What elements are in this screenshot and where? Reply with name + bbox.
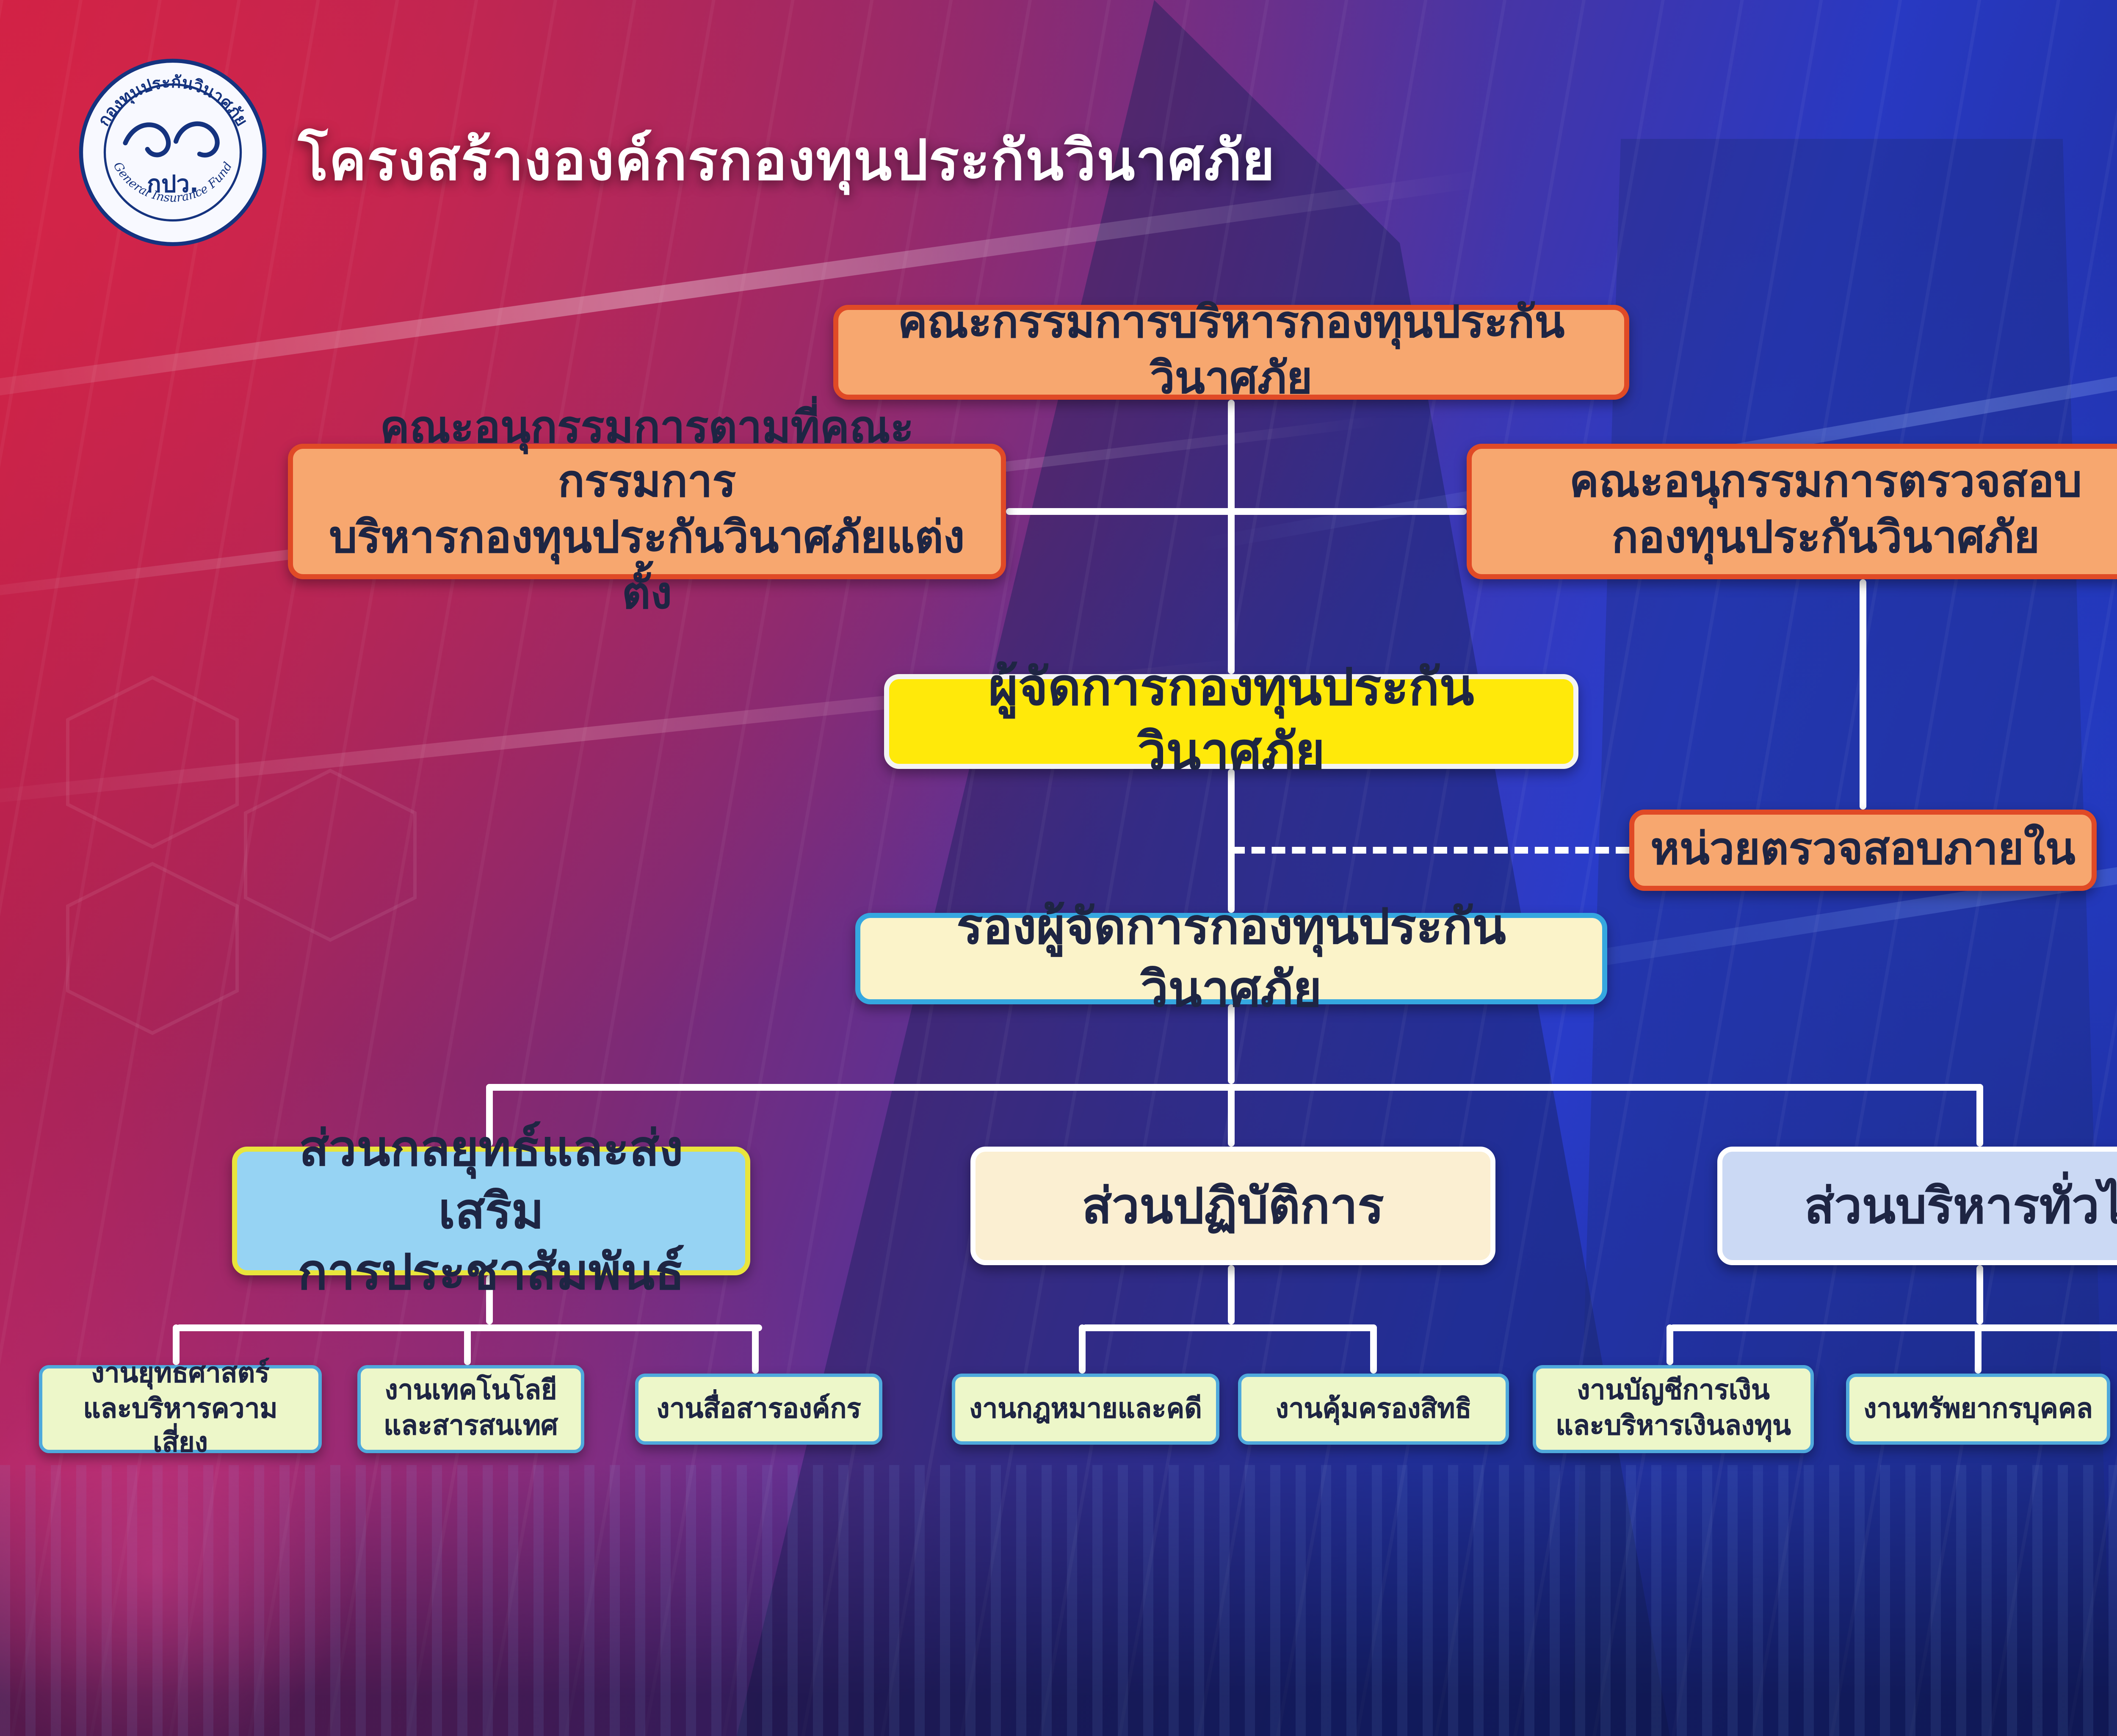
connector-unit-3 — [752, 1324, 759, 1374]
node-unit-human-resources: งานทรัพยากรบุคคล — [1846, 1374, 2110, 1445]
connector-manager-deputy — [1228, 769, 1235, 913]
hex-pattern — [66, 675, 417, 1035]
connector-board-manager — [1228, 400, 1235, 674]
connector-unit-6 — [1667, 1324, 1673, 1365]
connector-operations-units — [1082, 1324, 1377, 1331]
node-unit-finance-investment: งานบัญชีการเงิน และบริหารเงินลงทุน — [1533, 1365, 1814, 1453]
connector-divisions-horizontal — [486, 1084, 1983, 1091]
node-board: คณะกรรมการบริหารกองทุนประกันวินาศภัย — [833, 299, 1629, 405]
logo-swirl-icon — [123, 121, 220, 158]
node-division-operations: ส่วนปฏิบัติการ — [970, 1147, 1495, 1265]
node-unit-rights-protection: งานคุ้มครองสิทธิ — [1238, 1374, 1509, 1445]
connector-admin-units — [1670, 1324, 2117, 1331]
node-subcommittee-audit: คณะอนุกรรมการตรวจสอบ กองทุนประกันวินาศภั… — [1467, 444, 2117, 579]
org-logo: กองทุนประกันวินาศภัย General Insurance F… — [78, 58, 268, 254]
connector-to-operations — [1228, 1084, 1235, 1147]
node-unit-legal: งานกฎหมายและคดี — [952, 1374, 1219, 1445]
node-subcommittee-appointed: คณะอนุกรรมการตามที่คณะกรรมการ บริหารกองท… — [288, 402, 1006, 619]
logo-inner-ring — [103, 83, 242, 222]
logo-center-text: กปว. — [147, 170, 199, 198]
connector-unit-5 — [1370, 1324, 1377, 1374]
connector-deputy-down — [1228, 1004, 1235, 1084]
connector-admin-down — [1976, 1265, 1983, 1324]
connector-unit-7 — [1975, 1324, 1982, 1374]
node-division-admin: ส่วนบริหารทั่วไป — [1717, 1147, 2117, 1265]
node-unit-communications: งานสื่อสารองค์กร — [635, 1374, 882, 1445]
node-fund-manager: ผู้จัดการกองทุนประกันวินาศภัย — [884, 659, 1578, 782]
node-unit-technology: งานเทคโนโลยี และสารสนเทศ — [357, 1365, 584, 1453]
connector-unit-4 — [1079, 1324, 1086, 1374]
connector-unit-1 — [173, 1324, 180, 1365]
connector-to-strategy — [486, 1084, 493, 1147]
connector-operations-down — [1228, 1265, 1235, 1324]
connector-to-admin — [1976, 1084, 1983, 1147]
node-internal-audit: หน่วยตรวจสอบภายใน — [1629, 810, 2097, 891]
connector-subcommittees — [1006, 508, 1467, 515]
connector-dashed-internal-audit — [1231, 847, 1629, 854]
logo-outer-ring — [79, 58, 267, 246]
node-unit-strategy-risk: งานยุทธศาสตร์ และบริหารความเสี่ยง — [39, 1356, 322, 1459]
page-title: โครงสร้างองค์กรกองทุนประกันวินาศภัย — [298, 127, 1276, 193]
connector-unit-2 — [464, 1324, 471, 1365]
city-bottom-band — [0, 1465, 2117, 1736]
connector-auditcommittee-internalaudit — [1860, 579, 1866, 810]
connector-strategy-down — [486, 1275, 493, 1324]
node-division-strategy: ส่วนกลยุทธ์และส่งเสริม การประชาสัมพันธ์ — [232, 1120, 750, 1301]
node-deputy-manager: รองผู้จัดการกองทุนประกันวินาศภัย — [855, 898, 1607, 1018]
